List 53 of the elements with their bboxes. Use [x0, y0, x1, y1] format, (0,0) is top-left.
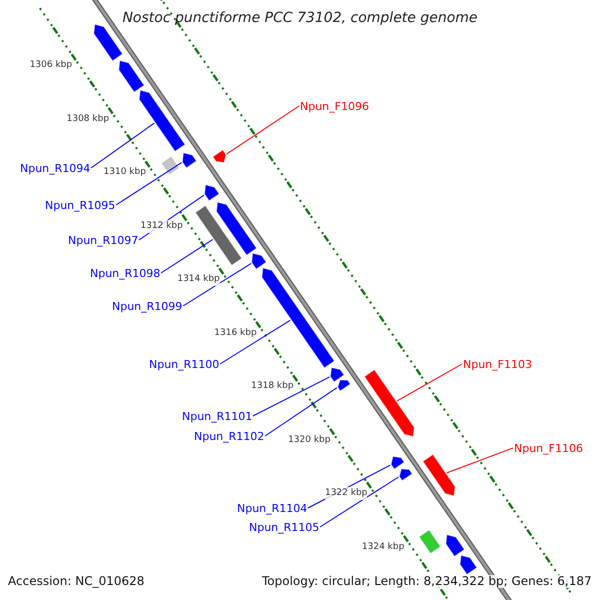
- gene-label: Npun_F1096: [300, 100, 369, 112]
- scale-label: 1308 kbp: [66, 112, 110, 126]
- gene-label: Npun_R1101: [182, 410, 252, 422]
- leader-line: [90, 122, 155, 168]
- leader-line: [116, 162, 182, 206]
- gene-feature: [422, 454, 456, 496]
- footer-text: Accession: NC_010628: [8, 575, 144, 588]
- gene-label: Npun_R1094: [20, 162, 90, 174]
- gene-label: Npun_R1102: [194, 430, 264, 442]
- leader-line: [396, 364, 462, 402]
- gene-feature: [364, 369, 415, 438]
- gene-label: Npun_F1106: [514, 442, 583, 454]
- leader-line: [220, 320, 291, 364]
- gene-label: Npun_F1103: [463, 358, 532, 370]
- gene-label: Npun_R1099: [112, 300, 182, 312]
- gene-feature: [138, 90, 186, 152]
- gene-feature: [445, 534, 466, 557]
- gene-feature: [460, 554, 478, 576]
- gene-label: Npun_R1105: [249, 520, 320, 534]
- gene-block: [418, 529, 442, 554]
- gene-label: Npun_R1095: [45, 198, 116, 212]
- gene-feature: [118, 60, 145, 93]
- scale-label: 1314 kbp: [177, 273, 220, 286]
- gene-feature: [398, 468, 413, 482]
- gene-feature: [216, 202, 258, 256]
- gene-feature: [390, 456, 405, 470]
- leader-line: [446, 448, 514, 474]
- leader-line: [252, 376, 330, 416]
- scale-label: 1324 kbp: [362, 540, 404, 554]
- gene-label: Npun_R1098: [90, 266, 160, 280]
- scale-label: 1312 kbp: [140, 220, 183, 233]
- leader-line: [182, 262, 252, 306]
- gene-label: Npun_R1097: [68, 234, 138, 246]
- gene-label: Npun_R1104: [237, 502, 308, 514]
- gene-feature: [330, 367, 345, 382]
- gene-feature: [212, 149, 226, 163]
- gene-feature: [182, 152, 197, 168]
- scale-label: 1320 kbp: [288, 434, 330, 447]
- leader-line: [264, 387, 338, 436]
- gene-feature: [337, 380, 351, 392]
- gene-feature: [93, 24, 124, 62]
- gene-feature: [261, 267, 335, 368]
- gene-label: Npun_R1100: [149, 358, 220, 370]
- footer-text: Topology: circular; Length: 8,234,322 bp; Genes: 6,187: [262, 575, 592, 588]
- leader-line: [226, 106, 300, 154]
- scale-label: 1322 kbp: [324, 487, 368, 500]
- title: Nostoc punctiforme PCC 73102, complete genome: [121, 10, 479, 26]
- gene-block: [194, 205, 242, 266]
- gene-feature: [204, 184, 220, 202]
- scale-label: 1316 kbp: [214, 326, 257, 340]
- gene-block: [160, 156, 180, 176]
- gene-feature: [251, 252, 267, 270]
- leader-line: [320, 476, 400, 528]
